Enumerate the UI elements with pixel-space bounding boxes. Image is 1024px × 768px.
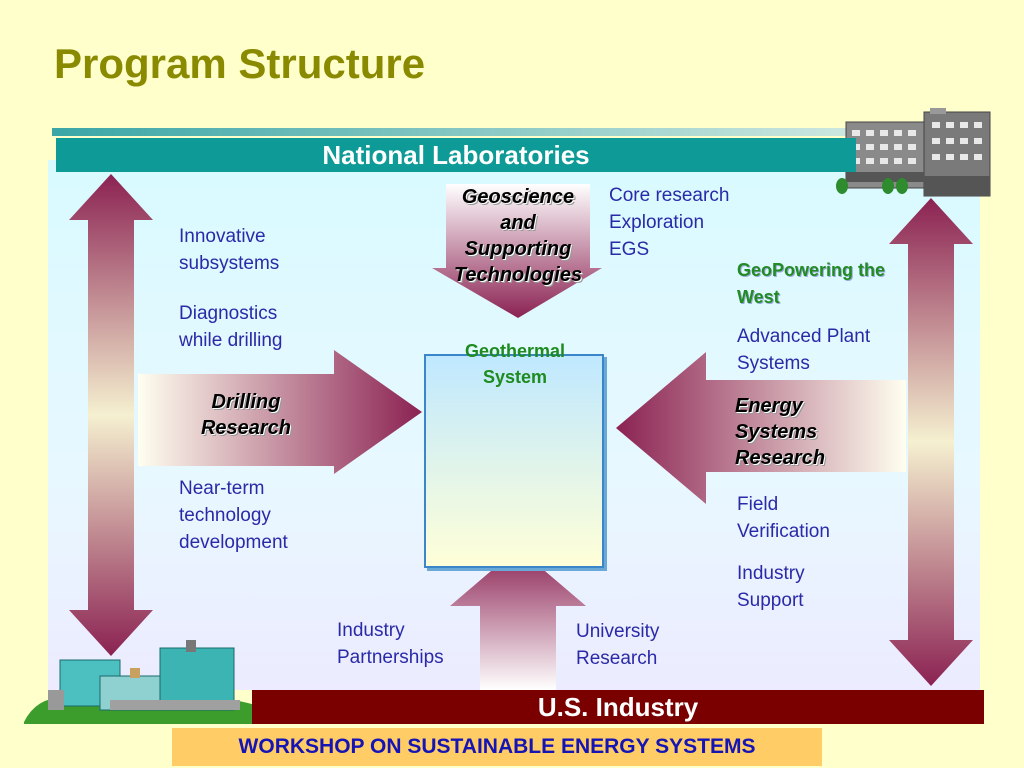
energy-heading: Energy Systems Research [735,393,825,471]
geoscience-items: Core research Exploration EGS [609,182,729,263]
drilling-arrow [138,350,422,474]
page-title: Program Structure [54,40,426,87]
geothermal-system-box [424,354,604,568]
geoscience-item: EGS [609,239,650,260]
energy-heading-line: Systems [735,421,818,443]
energy-heading-line: Research [735,447,826,469]
drilling-heading-line: Research [200,417,292,439]
laboratory-building-icon [836,108,991,197]
geoscience-heading-line: Supporting [464,238,572,260]
geoscience-arrow [432,184,602,318]
university-research-label: University Research [576,621,660,669]
drilling-item: Near-term technology development [179,478,288,553]
industry-partnerships-label: Industry Partnerships [337,620,444,668]
drilling-item: Diagnostics while drilling [179,303,283,351]
drilling-heading-line: Drilling [211,391,281,413]
drilling-heading: Drilling Research [176,389,316,441]
drilling-item: Innovative subsystems [179,226,280,274]
geoscience-heading-line: Technologies [453,264,583,286]
left-vertical-arrow [69,174,153,656]
geoscience-heading: Geoscience and Supporting Technologies [440,184,596,288]
national-labs-bar: National Laboratories [56,138,856,172]
geopowering-label: GeoPowering the West [737,260,886,307]
workshop-footer: WORKSHOP ON SUSTAINABLE ENERGY SYSTEMS [172,728,822,766]
energy-item: Industry Support [737,563,805,611]
top-divider-line [52,128,862,136]
us-industry-bar: U.S. Industry [252,690,984,724]
energy-item: Field Verification [737,494,830,542]
geothermal-system-label: Geothermal System [464,341,566,387]
geoscience-heading-line: and [500,212,536,234]
geoscience-item: Core research [609,185,730,206]
right-vertical-arrow [889,198,973,686]
industry-arrow [450,548,586,690]
industrial-plant-icon [24,640,276,724]
energy-item: Advanced Plant Systems [737,326,871,374]
geoscience-item: Exploration [609,212,705,233]
energy-arrow [616,352,906,504]
geoscience-heading-line: Geoscience [461,186,575,208]
energy-heading-line: Energy [735,395,803,417]
